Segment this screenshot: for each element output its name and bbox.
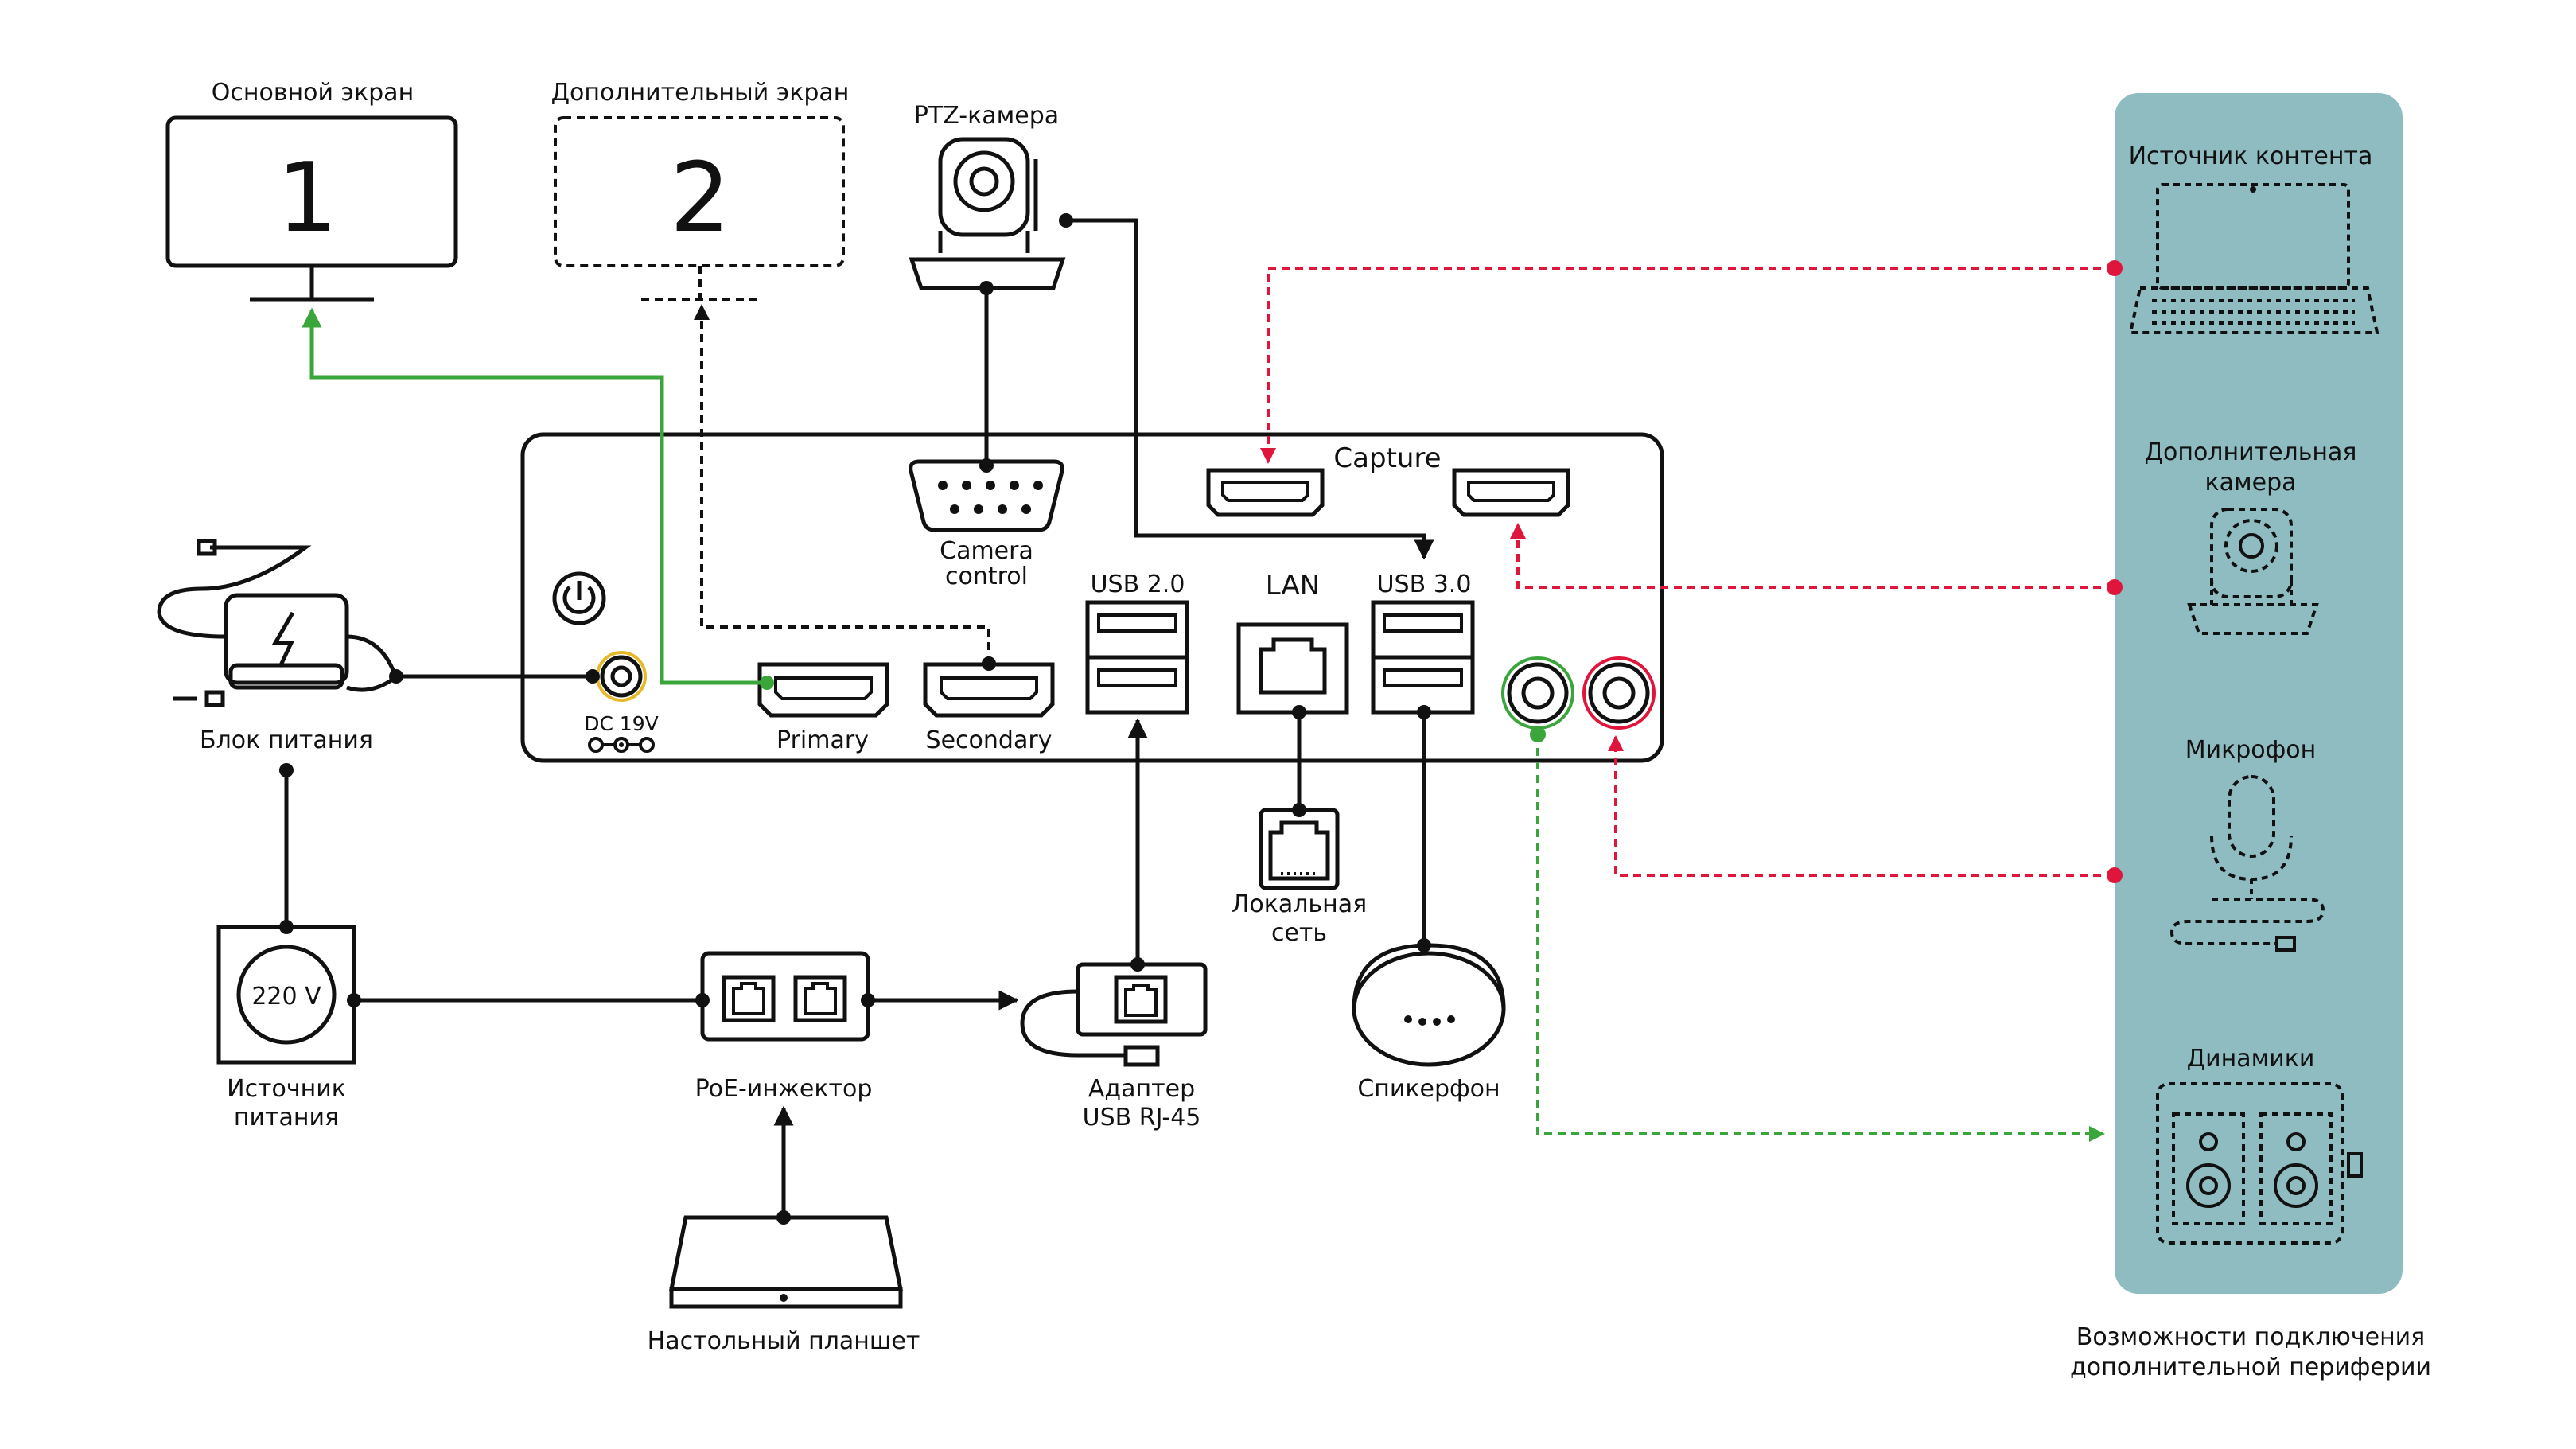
capture-label: Capture — [1333, 442, 1441, 474]
speakers-icon — [2156, 1082, 2363, 1245]
usb3-port — [1371, 600, 1475, 715]
ptz-camera-icon — [909, 137, 1066, 290]
outlet-value: 220 V — [251, 983, 321, 1011]
speakerphone-icon — [1352, 943, 1506, 1067]
microphone-to-audio-in-line — [1608, 735, 2115, 877]
power-button-icon — [552, 571, 606, 625]
camera-icon — [2187, 508, 2319, 635]
primary-label: Primary — [776, 726, 869, 754]
local-network-label-2: сеть — [1271, 919, 1327, 947]
poe-injector-label: PoE-инжектор — [695, 1075, 873, 1103]
secondary-label: Secondary — [926, 726, 1053, 754]
audio-in-jack — [1582, 656, 1656, 730]
device-body — [520, 432, 1664, 763]
second-screen-number: 2 — [670, 143, 730, 254]
extra-camera-label-2: камера — [2204, 469, 2296, 497]
usb2-label: USB 2.0 — [1091, 571, 1185, 598]
power-source-label-2: питания — [234, 1104, 339, 1132]
poe-injector-icon — [700, 951, 870, 1042]
power-source-label-1: Источник — [227, 1075, 346, 1103]
peripheral-caption-2: дополнительной периферии — [2070, 1354, 2431, 1381]
usb2-port — [1085, 600, 1189, 715]
adapter-label-1: Адаптер — [1088, 1075, 1195, 1103]
dc-label: DC 19V — [584, 712, 659, 735]
speakers-label: Динамики — [2187, 1045, 2315, 1073]
hdmi-capture-port-2 — [1452, 468, 1570, 517]
dc-jack-port — [596, 651, 647, 702]
microphone-icon — [2169, 775, 2325, 952]
local-network-socket-icon — [1259, 808, 1340, 890]
camera-control-label-2: control — [945, 563, 1028, 590]
usb3-label: USB 3.0 — [1377, 571, 1472, 598]
local-network-label-1: Локальная — [1232, 890, 1367, 918]
hdmi-primary-port — [757, 662, 889, 718]
main-screen-number: 1 — [277, 143, 337, 254]
lan-label: LAN — [1266, 570, 1320, 602]
primary-to-main-screen-line — [302, 307, 767, 685]
secondary-to-second-screen-line — [694, 304, 990, 664]
content-source-label: Источник контента — [2129, 142, 2373, 170]
extra-camera-label-1: Дополнительная — [2145, 438, 2357, 466]
hdmi-capture-port-1 — [1206, 468, 1325, 517]
extra-camera-to-capture-line — [1510, 523, 2115, 589]
camera-control-label-1: Camera — [940, 537, 1033, 565]
speakerphone-label: Спикерфон — [1357, 1075, 1500, 1103]
microphone-label: Микрофон — [2185, 736, 2317, 764]
second-screen-monitor — [554, 116, 845, 301]
ptz-camera-label: PTZ-камера — [914, 102, 1059, 130]
tablet-label: Настольный планшет — [648, 1327, 920, 1355]
audio-out-jack — [1501, 656, 1574, 730]
main-screen-label: Основной экран — [212, 79, 414, 107]
ptz-to-usb3-line — [1066, 218, 1434, 560]
usb-rj45-adapter-icon — [1020, 962, 1208, 1067]
dc-polarity-icon — [588, 737, 655, 753]
peripheral-panel — [2115, 93, 2403, 1294]
peripheral-caption-1: Возможности подключения — [2076, 1323, 2425, 1351]
laptop-icon — [2128, 183, 2379, 334]
lan-port — [1236, 622, 1349, 715]
second-screen-label: Дополнительный экран — [551, 79, 850, 107]
laptop-to-capture-line — [1260, 267, 2115, 464]
main-screen-monitor — [165, 115, 458, 302]
camera-control-port — [909, 459, 1064, 532]
primary-port-dot — [760, 676, 774, 690]
adapter-label-2: USB RJ-45 — [1083, 1104, 1201, 1132]
tablet-icon — [668, 1215, 904, 1309]
power-unit-label: Блок питания — [200, 726, 373, 754]
hdmi-secondary-port — [923, 662, 1055, 718]
power-adapter-icon — [157, 539, 399, 707]
audio-out-to-speakers-line — [1536, 734, 2105, 1142]
